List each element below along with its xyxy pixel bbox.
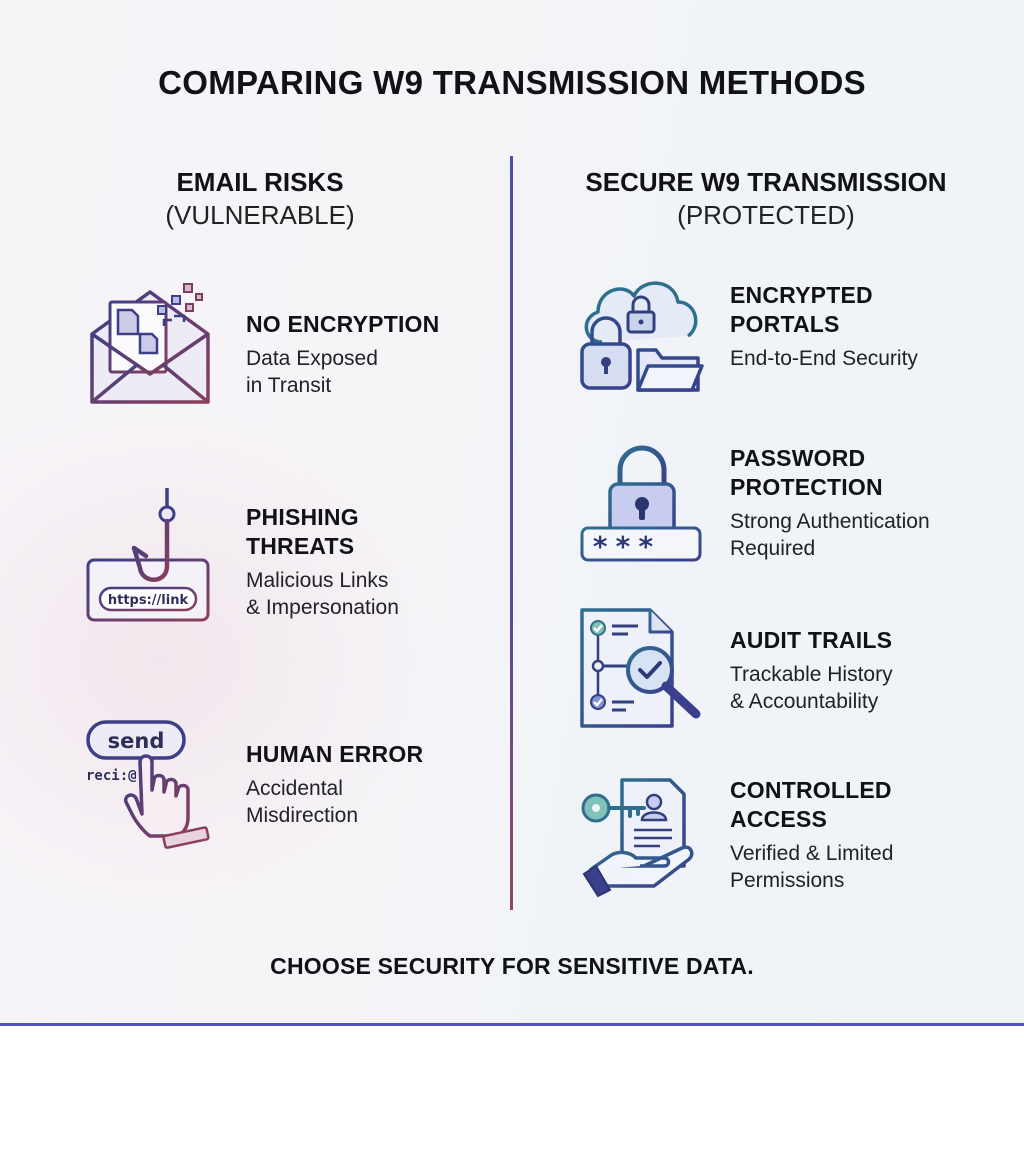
- padlock-password-icon: ***: [580, 445, 702, 563]
- secure-item-audit-trails: AUDIT TRAILS Trackable History & Account…: [730, 626, 990, 715]
- left-heading: EMAIL RISKS: [176, 167, 344, 197]
- secure-description-line: Strong Authentication: [730, 510, 930, 533]
- risk-description-line: Accidental: [246, 777, 343, 800]
- send-button-text: send: [108, 729, 165, 753]
- left-subheading: (VULNERABLE): [165, 200, 355, 230]
- right-subheading: (PROTECTED): [677, 200, 855, 230]
- secure-description: Trackable History & Accountability: [730, 661, 990, 715]
- secure-description: Strong Authentication Required: [730, 508, 1000, 562]
- footer-tagline: CHOOSE SECURITY FOR SENSITIVE DATA.: [270, 953, 754, 979]
- cloud-lock-icon: [580, 281, 704, 392]
- password-mask-text: ***: [592, 530, 661, 563]
- risk-description-line: & Impersonation: [246, 596, 399, 619]
- right-column-header: SECURE W9 TRANSMISSION (PROTECTED): [546, 166, 986, 232]
- risk-title-line: THREATS: [246, 533, 355, 559]
- risk-item-human-error: HUMAN ERROR Accidental Misdirection: [246, 740, 496, 829]
- secure-title-line: PROTECTION: [730, 474, 883, 500]
- risk-description-line: Data Exposed: [246, 347, 378, 370]
- secure-description-line: & Accountability: [730, 690, 879, 713]
- risk-title: NO ENCRYPTION: [246, 311, 440, 337]
- secure-item-controlled-access: CONTROLLED ACCESS Verified & Limited Per…: [730, 776, 990, 894]
- recipient-text: reci:@: [86, 768, 137, 784]
- secure-title-line: CONTROLLED: [730, 777, 892, 803]
- secure-title-line: ACCESS: [730, 806, 828, 832]
- secure-title-line: ENCRYPTED: [730, 282, 873, 308]
- risk-title: HUMAN ERROR: [246, 741, 424, 767]
- right-heading: SECURE W9 TRANSMISSION: [585, 167, 947, 197]
- column-divider: [510, 156, 513, 910]
- secure-title-line: PASSWORD: [730, 445, 866, 471]
- envelope-leak-icon: [90, 283, 210, 404]
- secure-item-encrypted-portals: ENCRYPTED PORTALS End-to-End Security: [730, 281, 990, 372]
- left-column-header: EMAIL RISKS (VULNERABLE): [60, 166, 460, 232]
- bottom-accent-rule: [0, 1023, 1024, 1026]
- risk-description: Malicious Links & Impersonation: [246, 567, 496, 621]
- risk-description: Accidental Misdirection: [246, 775, 496, 829]
- phishing-hook-icon: https://link: [86, 488, 210, 622]
- risk-description-line: in Transit: [246, 374, 332, 397]
- phishing-link-text: https://link: [108, 593, 189, 608]
- secure-description: End-to-End Security: [730, 347, 918, 370]
- infographic-panel: COMPARING W9 TRANSMISSION METHODS EMAIL …: [0, 0, 1024, 1024]
- secure-description-line: Verified & Limited: [730, 842, 894, 865]
- page-title: COMPARING W9 TRANSMISSION METHODS: [158, 64, 866, 101]
- click-send-icon: send reci:@: [86, 720, 210, 849]
- secure-title-line: PORTALS: [730, 311, 840, 337]
- key-document-hand-icon: [581, 778, 694, 898]
- secure-description: Verified & Limited Permissions: [730, 840, 990, 894]
- audit-document-icon: [580, 608, 701, 728]
- risk-description-line: Misdirection: [246, 804, 359, 827]
- risk-description: Data Exposed in Transit: [246, 345, 496, 399]
- risk-item-phishing: PHISHING THREATS Malicious Links & Imper…: [246, 503, 496, 621]
- secure-description-line: Trackable History: [730, 663, 893, 686]
- secure-item-password-protection: PASSWORD PROTECTION Strong Authenticatio…: [730, 444, 1000, 562]
- secure-description-line: Permissions: [730, 869, 845, 892]
- secure-description-line: Required: [730, 537, 816, 560]
- secure-title: AUDIT TRAILS: [730, 627, 893, 653]
- risk-item-no-encryption: NO ENCRYPTION Data Exposed in Transit: [246, 310, 496, 399]
- risk-description-line: Malicious Links: [246, 569, 389, 592]
- risk-title-line: PHISHING: [246, 504, 359, 530]
